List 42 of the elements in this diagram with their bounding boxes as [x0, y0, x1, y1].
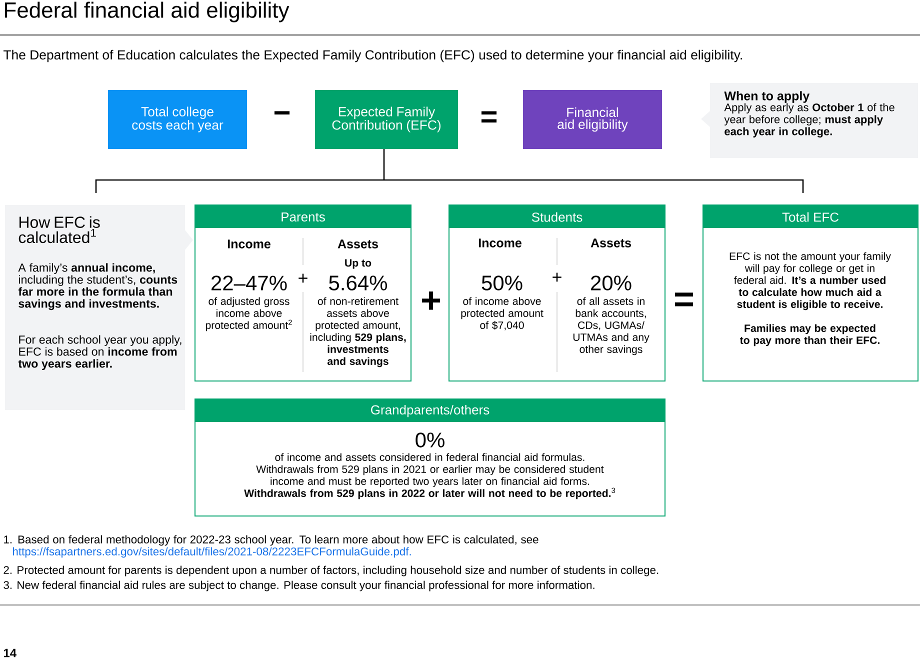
column-heading: Income — [228, 240, 270, 248]
process-box: Total college costs each year — [108, 90, 247, 149]
description: Families may be expected to pay more than their EFC. — [740, 324, 880, 346]
description: of income above protected amount of $7,040 — [461, 297, 544, 330]
percentage: 5.64% — [329, 276, 388, 290]
sidebar-text: A family’s annual income, including the student’s, counts far more in the formula than savings and investments. — [18, 263, 178, 310]
description: of all assets in bank accounts, CDs, UGMAs/ UTMAs and any other savings — [573, 297, 650, 356]
equals-sign: = — [481, 111, 497, 123]
callout-heading: When to apply — [724, 91, 810, 103]
column-heading: Assets — [590, 238, 631, 248]
plus-sign: + — [552, 272, 562, 282]
panel-header: Total EFC — [782, 212, 839, 222]
description: of non-retirement assets above protected amount, including 529 plans, investments and savings — [310, 297, 406, 368]
link: https://fsapartners.ed.gov/sites/default/files/2021-08/2223EFCFormulaGuide.pdf. — [12, 547, 411, 558]
qualifier: Up to — [345, 259, 372, 269]
subtitle: The Department of Education calculates the Expected Family Contribution (EFC) used to determine your financial aid eligibility. — [4, 50, 742, 62]
description: of adjusted gross income above protected amount$^{2}$ — [206, 297, 292, 332]
column-heading: Income — [478, 238, 522, 248]
panel-header: Grandparents/others — [371, 404, 490, 418]
process-box: Expected Family Contribution (EFC) — [315, 90, 458, 149]
sidebar-heading: How EFC is calculated$^{1}$ — [18, 216, 100, 244]
panel-header: Students — [532, 212, 582, 222]
percentage: 50% — [482, 276, 522, 290]
footnote: 2. Protected amount for parents is dependent upon a number of factors, including household size and number of students in college. — [4, 566, 658, 576]
process-box: Financial aid eligibility — [523, 90, 662, 149]
page-title: Federal financial aid eligibility — [5, 2, 290, 22]
percentage: 0% — [416, 432, 444, 448]
minus-sign: − — [274, 111, 290, 114]
footnote: 3. New federal financial aid rules are subject to change. Please consult your financial professional for more information. — [4, 580, 594, 592]
panel-header: Parents — [282, 212, 325, 222]
page-number: 14 — [4, 648, 16, 658]
plus-sign: + — [298, 274, 308, 283]
plus-sign: + — [422, 291, 440, 310]
percentage: 22–47% — [212, 276, 287, 290]
description: of income and assets considered in federal financial aid formulas. Withdrawals from 529 plans in 2021 or earlier may be considered student income and must be reported two years later on financial aid forms. Withdrawals from 529 plans in 2022 or later will not need to be reported.$^{3}$ — [244, 453, 616, 500]
description: EFC is not the amount your family will pay for college or get in federal aid. It’s a number used to calculate how much aid a student is eligible to receive. — [730, 252, 891, 310]
callout-text: Apply as early as October 1 of the year before college; must apply each year in college. — [724, 103, 894, 138]
percentage: 20% — [591, 276, 632, 290]
footnote: 1. Based on federal methodology for 2022-23 school year. To learn more about how EFC is calculated, see https://fsapartners.ed.gov/sites/default/files/2021-08/2223EFCFormulaGuide.pdf. — [4, 535, 538, 558]
equals-sign: = — [675, 292, 694, 306]
column-heading: Assets — [338, 240, 378, 248]
sidebar-text: For each school year you apply, EFC is based on income from two years earlier. — [18, 335, 182, 370]
